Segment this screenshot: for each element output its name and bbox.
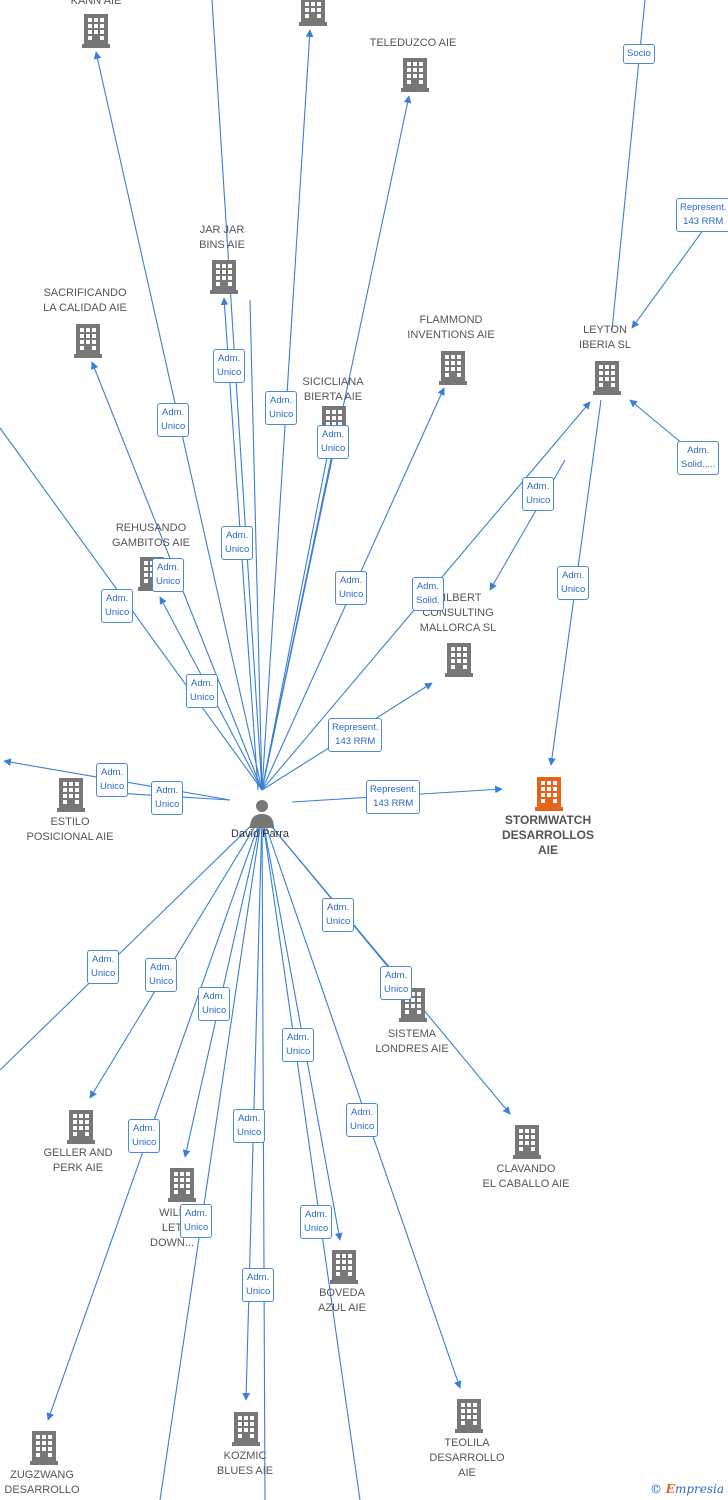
- edge-line-31: [261, 814, 266, 1500]
- edge-label-l_flam[interactable]: Adm. Unico: [335, 571, 368, 605]
- edge-label-l_teo[interactable]: Adm. Unico: [346, 1103, 379, 1137]
- edge-line-15: [261, 439, 336, 791]
- clavando-building-icon[interactable]: [513, 1125, 541, 1159]
- gilbert-building-icon[interactable]: [445, 643, 473, 677]
- edge-label-l_bov2[interactable]: Adm. Unico: [300, 1205, 333, 1239]
- teolila-label[interactable]: TEOLILA DESARROLLO AIE: [429, 1437, 505, 1479]
- edge-label-l_leyton_solid[interactable]: Adm. Solid.,...: [677, 441, 720, 475]
- copyright-symbol: ©: [649, 1482, 662, 1496]
- estilo-label[interactable]: ESTILO POSICIONAL AIE: [26, 816, 114, 843]
- edge-line-32: [261, 814, 361, 1500]
- sacrificando-label[interactable]: SACRIFICANDO LA CALIDAD AIE: [43, 287, 127, 314]
- empresia-watermark: © Empresia: [650, 1482, 724, 1496]
- edge-label-socio[interactable]: Socio: [623, 44, 655, 64]
- edge-label-l_estilo[interactable]: Adm. Unico: [96, 763, 129, 797]
- edge-label-rep2[interactable]: Represent. 143 RRM: [328, 718, 383, 752]
- edge-label-l_will2[interactable]: Adm. Unico: [180, 1204, 213, 1238]
- edge-label-rep1[interactable]: Represent. 143 RRM: [676, 198, 728, 232]
- edge-label-l_left1[interactable]: Adm. Unico: [101, 589, 134, 623]
- edge-label-l_koz2[interactable]: Adm. Unico: [242, 1268, 275, 1302]
- top2-building-icon[interactable]: [299, 0, 327, 26]
- stormwatch-label[interactable]: STORMWATCH DESARROLLOS AIE: [501, 813, 594, 857]
- boveda-building-icon[interactable]: [330, 1250, 358, 1284]
- edge-line-33: [211, 0, 263, 791]
- clavando-label[interactable]: CLAVANDO EL CABALLO AIE: [482, 1163, 570, 1190]
- sacrificando-building-icon[interactable]: [74, 324, 102, 358]
- teleduzco-building-icon[interactable]: [401, 58, 429, 92]
- edge-label-l_sis1[interactable]: Adm. Unico: [322, 898, 355, 932]
- edge-label-l_leyton_gil[interactable]: Adm. Unico: [522, 477, 555, 511]
- zugzwang-label[interactable]: ZUGZWANG DESARROLLO: [4, 1469, 80, 1496]
- edge-label-l_storm[interactable]: Adm. Unico: [557, 566, 590, 600]
- edge-label-l_reh[interactable]: Adm. Unico: [152, 558, 185, 592]
- zugzwang-building-icon[interactable]: [30, 1431, 58, 1465]
- rehusando-label[interactable]: REHUSANDO GAMBITOS AIE: [111, 522, 191, 549]
- leyton-building-icon[interactable]: [593, 361, 621, 395]
- edge-label-l_sac[interactable]: Adm. Unico: [157, 403, 190, 437]
- edge-label-l_koz[interactable]: Adm. Unico: [233, 1109, 266, 1143]
- brand-initial: E: [665, 1482, 675, 1496]
- edge-line-24: [182, 814, 263, 1158]
- edge-label-l_tele[interactable]: Adm. Unico: [221, 526, 254, 560]
- edge-label-l_sic[interactable]: Adm. Unico: [317, 425, 350, 459]
- stormwatch-building-icon[interactable]: [535, 777, 563, 811]
- leyton-label[interactable]: LEYTON IBERIA SL: [579, 324, 631, 351]
- flammond-label[interactable]: FLAMMOND INVENTIONS AIE: [407, 314, 495, 341]
- kann-label[interactable]: KANN AIE: [70, 0, 122, 7]
- edge-line-30: [159, 814, 263, 1500]
- edge-line-14: [249, 299, 263, 791]
- center-person-label[interactable]: David Parra: [230, 828, 290, 840]
- will-label[interactable]: WILL LET DOWN...: [150, 1207, 194, 1249]
- boveda-label[interactable]: BOVEDA AZUL AIE: [318, 1287, 366, 1314]
- brand-name: mpresia: [674, 1482, 724, 1496]
- kozmic-label[interactable]: KOZMIC BLUES AIE: [216, 1450, 274, 1477]
- geller-building-icon[interactable]: [67, 1110, 95, 1144]
- kozmic-building-icon[interactable]: [232, 1412, 260, 1446]
- jarjar-building-icon[interactable]: [210, 260, 238, 294]
- edge-label-l_leftb[interactable]: Adm. Unico: [87, 950, 120, 984]
- edge-label-rep3[interactable]: Represent. 143 RRM: [366, 780, 421, 814]
- edge-label-l_reh2[interactable]: Adm. Unico: [186, 674, 219, 708]
- edge-label-l_top2[interactable]: Adm. Unico: [265, 391, 298, 425]
- geller-label[interactable]: GELLER AND PERK AIE: [43, 1147, 113, 1174]
- edge-line-25: [242, 814, 263, 1401]
- edge-label-l_estilo2[interactable]: Adm. Unico: [151, 781, 184, 815]
- kann-building-icon[interactable]: [82, 14, 110, 48]
- will-building-icon[interactable]: [168, 1168, 196, 1202]
- edge-label-l_sis2[interactable]: Adm. Unico: [380, 966, 413, 1000]
- edge-line-6: [261, 441, 333, 791]
- estilo-building-icon[interactable]: [57, 778, 85, 812]
- edge-line-26: [261, 814, 343, 1241]
- edge-label-l_bov[interactable]: Adm. Unico: [282, 1028, 315, 1062]
- jarjar-label[interactable]: JAR JAR BINS AIE: [199, 224, 245, 251]
- nodes-layer: [30, 0, 621, 1465]
- edge-line-23: [89, 814, 263, 1099]
- edge-label-l_will[interactable]: Adm. Unico: [198, 987, 231, 1021]
- edge-line-27: [46, 814, 263, 1421]
- edge-line-22: [261, 814, 511, 1115]
- edge-label-l_gil_solid[interactable]: Adm. Solid.: [412, 577, 444, 611]
- edge-label-l_geller[interactable]: Adm. Unico: [145, 958, 178, 992]
- person-icon[interactable]: [250, 800, 274, 828]
- teleduzco-label[interactable]: TELEDUZCO AIE: [369, 37, 457, 49]
- edge-label-l_zug[interactable]: Adm. Unico: [128, 1119, 161, 1153]
- flammond-building-icon[interactable]: [439, 351, 467, 385]
- edge-label-l_jar[interactable]: Adm. Unico: [213, 349, 246, 383]
- edge-line-29: [0, 814, 263, 1071]
- sistema-label[interactable]: SISTEMA LONDRES AIE: [375, 1028, 449, 1055]
- siciliana-label[interactable]: SICICLIANA BIERTA AIE: [302, 376, 364, 403]
- edge-line-28: [261, 814, 462, 1389]
- teolila-building-icon[interactable]: [455, 1399, 483, 1433]
